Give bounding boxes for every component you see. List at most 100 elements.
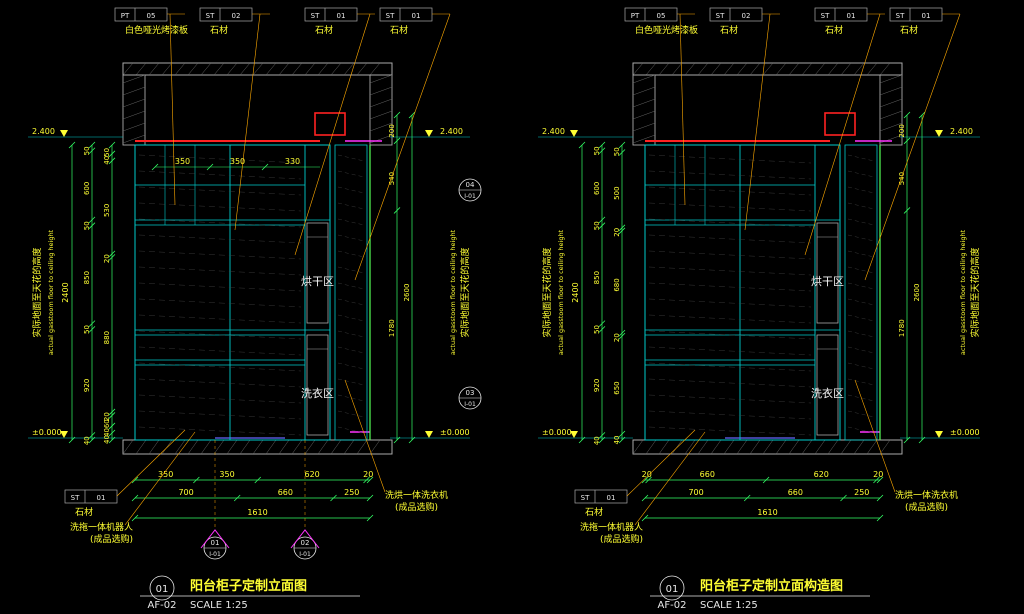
dimension-tick [88, 222, 96, 229]
dim-value: 60 [103, 419, 111, 428]
dimension-tick [598, 320, 606, 327]
dimension-tick [408, 436, 416, 444]
stone-vein [648, 186, 812, 196]
elevation-left: 烘干区洗衣区2.400±0.0002.400±0.000240050600508… [28, 7, 482, 611]
leader-line [854, 379, 896, 493]
material-tag-box [199, 7, 253, 22]
floor-hatch [827, 439, 839, 455]
dimension-tick [393, 137, 401, 145]
title-circle [659, 575, 685, 601]
dim-total-height: 2400 [571, 282, 580, 302]
leader-line [804, 13, 881, 256]
wall-hatch [879, 86, 903, 96]
dim-value: 680 [613, 278, 621, 291]
dim-value: 40 [83, 436, 91, 445]
right-wall-top [369, 74, 393, 146]
stone-vein [648, 250, 812, 260]
leader-line [679, 13, 686, 206]
dim-value: 40 [593, 436, 601, 445]
slab-hatch [200, 62, 212, 76]
slab-hatch [658, 62, 670, 76]
dimension-tick [88, 216, 96, 224]
dimension-tick [108, 408, 116, 416]
dim-value: 660 [788, 488, 803, 497]
slab-hatch [252, 62, 264, 76]
section-arrow [200, 529, 230, 549]
floor-hatch [135, 439, 147, 455]
dryer: 烘干区 [811, 222, 844, 324]
leader-line [864, 13, 961, 281]
slab-hatch [853, 62, 865, 76]
stone-vein [648, 298, 812, 308]
section-ref: I-01 [299, 551, 311, 558]
material-label: 石材 [210, 24, 228, 36]
slab-hatch [135, 62, 147, 76]
material-label: 石材 [900, 24, 918, 36]
dim-value: 50 [83, 146, 91, 155]
wall-hatch [122, 122, 146, 132]
dimension-tick [108, 250, 116, 258]
wall-hatch [879, 98, 903, 108]
level-marker [570, 431, 578, 438]
stone-vein [847, 426, 875, 434]
dimension-tick [88, 432, 96, 439]
dimension-tick [108, 157, 116, 165]
stone-vein [648, 330, 812, 340]
dim-value: 50 [593, 221, 601, 230]
slab-hatch [148, 62, 160, 76]
stone-vein [648, 234, 812, 244]
material-number: 01 [412, 12, 421, 20]
dimension-tick [393, 436, 401, 444]
dimension-tick [88, 326, 96, 333]
side-panel [844, 144, 878, 441]
material-number: 02 [742, 12, 751, 20]
dim-value: 40 [103, 156, 111, 165]
level-marker [425, 130, 433, 137]
dimension-tick [131, 514, 139, 522]
slab-hatch [814, 62, 826, 76]
material-number: 01 [97, 494, 106, 502]
slab-hatch [762, 62, 774, 76]
stone-vein [337, 202, 365, 210]
washer-drum [316, 392, 319, 394]
material-code: ST [71, 494, 80, 502]
dimension-tick [598, 436, 606, 444]
stone-vein [337, 346, 365, 354]
stone-vein [138, 202, 302, 212]
stone-vein [648, 362, 812, 372]
slab-hatch [122, 62, 134, 76]
vertical-note-en: actual gasstoom floor to ceiling height [449, 229, 457, 355]
dim-value: 50 [83, 325, 91, 334]
dim-value: 50 [613, 147, 621, 156]
dimension-tick [578, 436, 586, 444]
stone-vein [138, 346, 302, 356]
material-number: 05 [147, 12, 156, 20]
dimension-tick [598, 141, 606, 149]
dimension-tick [618, 329, 626, 337]
dim-value: 20 [873, 470, 883, 479]
stone-vein [337, 378, 365, 386]
slab-hatch [697, 62, 709, 76]
title-sheet: AF-02 [148, 600, 177, 611]
section-arrow [290, 529, 320, 549]
dryer-body [306, 222, 329, 324]
material-tag-box [379, 7, 433, 22]
slab-hatch [749, 62, 761, 76]
stone-vein [847, 218, 875, 226]
stone-vein [847, 298, 875, 306]
floor-hatch [749, 439, 761, 455]
washer-label: 洗衣区 [811, 386, 844, 400]
wall-hatch [632, 134, 656, 144]
stone-vein [138, 394, 302, 404]
stone-vein [648, 378, 812, 388]
floor-hatch [304, 439, 316, 455]
floor-hatch [710, 439, 722, 455]
